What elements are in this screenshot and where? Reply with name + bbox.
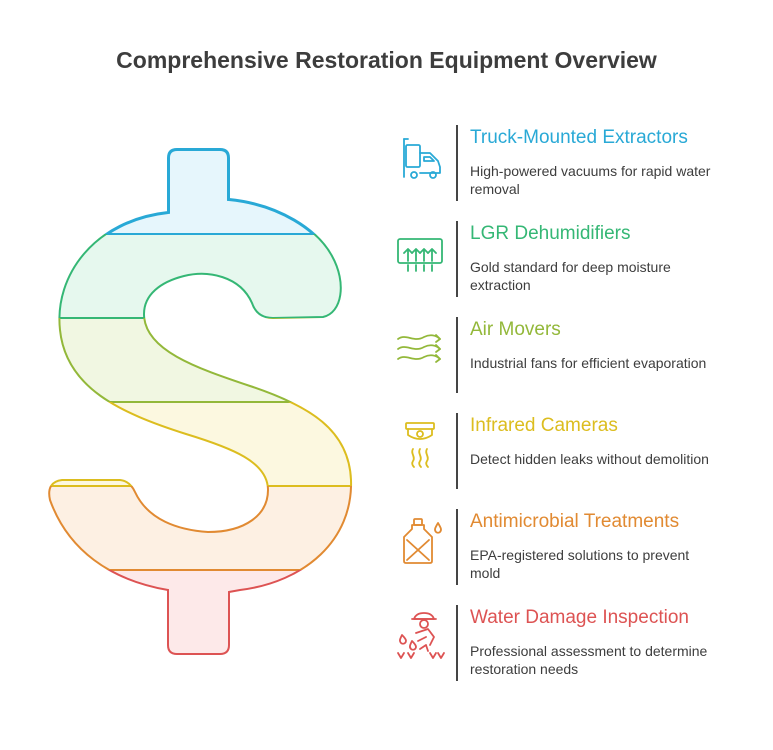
item-description: Gold standard for deep moisture extracti… (470, 259, 671, 293)
band-1 (49, 149, 352, 234)
equipment-item-infrared-cameras: Infrared Cameras Detect hidden leaks wit… (388, 413, 773, 489)
equipment-item-antimicrobial-treatments: Antimicrobial Treatments EPA-registered … (388, 509, 773, 585)
item-description: EPA-registered solutions to prevent mold (470, 547, 690, 581)
item-heading: LGR Dehumidifiers (470, 223, 631, 244)
infrared-camera-icon (405, 422, 435, 468)
item-description: Professional assessment to determine res… (470, 643, 708, 677)
item-heading: Water Damage Inspection (470, 607, 689, 628)
item-heading: Air Movers (470, 319, 561, 340)
item-heading: Truck-Mounted Extractors (470, 127, 688, 148)
page-title: Comprehensive Restoration Equipment Over… (116, 47, 657, 73)
truck-icon (403, 138, 441, 179)
airflow-icon (397, 334, 441, 363)
item-heading: Antimicrobial Treatments (470, 511, 680, 532)
antimicrobial-icon (403, 518, 442, 564)
equipment-item-air-movers: Air Movers Industrial fans for efficient… (388, 317, 773, 393)
band-6 (49, 570, 352, 654)
equipment-item-truck-mounted-extractors: Truck-Mounted Extractors High-powered va… (388, 125, 773, 201)
equipment-item-water-damage-inspection: Water Damage Inspection Professional ass… (388, 605, 773, 681)
item-description: High-powered vacuums for rapid water rem… (470, 163, 711, 197)
equipment-item-lgr-dehumidifiers: LGR Dehumidifiers Gold standard for deep… (388, 221, 773, 297)
item-heading: Infrared Cameras (470, 415, 618, 436)
inspection-icon (397, 612, 445, 659)
dehumidifier-icon (397, 238, 443, 272)
item-description: Detect hidden leaks without demolition (470, 451, 709, 467)
item-description: Industrial fans for efficient evaporatio… (470, 355, 707, 371)
